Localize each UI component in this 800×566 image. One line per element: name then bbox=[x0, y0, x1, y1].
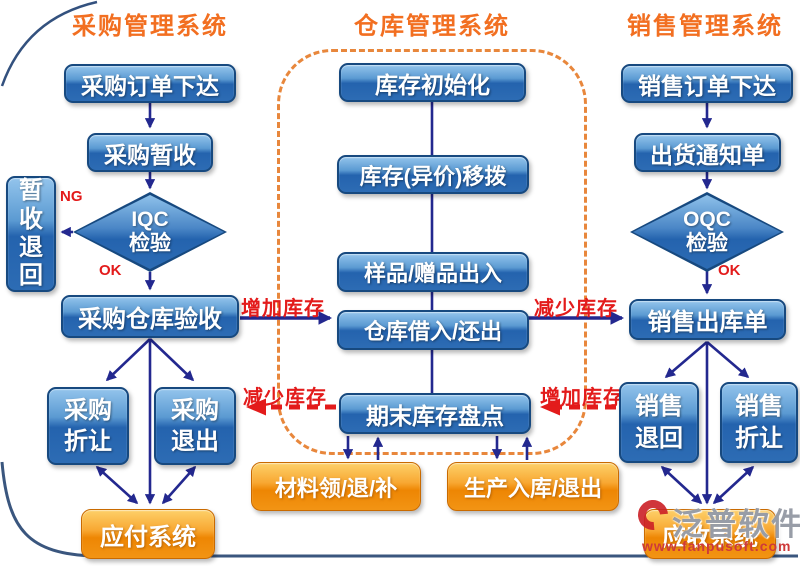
increase-inventory-label-left: 增加库存 bbox=[241, 298, 325, 320]
node-oqc-diamond: OQC 检验 bbox=[633, 195, 781, 269]
decrease-inventory-label-right: 减少库存 bbox=[534, 298, 618, 320]
node-purchase-order: 采购订单下达 bbox=[64, 64, 236, 103]
node-sales-return: 销售退回 bbox=[619, 382, 699, 463]
node-temp-receive-return: 暂收退回 bbox=[6, 176, 56, 292]
node-production-inout: 生产入库/退出 bbox=[447, 462, 619, 511]
oqc-label-line1: OQC bbox=[683, 207, 731, 231]
ok-label-left: OK bbox=[99, 262, 122, 279]
oqc-label-line2: 检验 bbox=[686, 232, 728, 255]
warehouse-dashed-frame bbox=[277, 49, 587, 455]
node-iqc-diamond: IQC 检验 bbox=[76, 195, 224, 269]
temp-receive-return-label: 暂收退回 bbox=[19, 177, 43, 290]
purchase-column-title: 采购管理系统 bbox=[72, 13, 228, 40]
node-payable-system: 应付系统 bbox=[81, 509, 215, 559]
watermark-url: www.fanpusoft.com bbox=[642, 538, 792, 554]
decrease-inventory-label-left: 减少库存 bbox=[243, 387, 327, 409]
node-ship-notice: 出货通知单 bbox=[634, 133, 781, 172]
node-inventory-transfer: 库存(异价)移拨 bbox=[337, 155, 529, 194]
warehouse-column-title: 仓库管理系统 bbox=[354, 13, 510, 40]
sales-return-label: 销售退回 bbox=[635, 393, 683, 452]
ng-label: NG bbox=[60, 188, 83, 205]
ok-label-right: OK bbox=[718, 262, 741, 279]
sales-column-title: 销售管理系统 bbox=[627, 13, 783, 40]
increase-inventory-label-right: 增加库存 bbox=[540, 387, 624, 409]
node-sales-discount: 销售折让 bbox=[720, 382, 798, 463]
iqc-label-line1: IQC bbox=[131, 207, 169, 231]
node-material-requisition: 材料领/退/补 bbox=[251, 462, 421, 511]
node-warehouse-borrow-return: 仓库借入/还出 bbox=[337, 310, 529, 350]
node-sales-order: 销售订单下达 bbox=[621, 64, 793, 103]
sales-discount-label: 销售折让 bbox=[735, 393, 783, 452]
node-purchase-warehouse-accept: 采购仓库验收 bbox=[61, 295, 239, 338]
node-sales-outbound: 销售出库单 bbox=[629, 299, 786, 340]
node-purchase-discount: 采购折让 bbox=[47, 387, 129, 465]
node-sample-gift-inout: 样品/赠品出入 bbox=[337, 252, 529, 292]
purchase-discount-label: 采购折让 bbox=[64, 396, 112, 455]
purchase-reject-label: 采购退出 bbox=[171, 396, 219, 455]
iqc-label-line2: 检验 bbox=[129, 232, 171, 255]
node-inventory-init: 库存初始化 bbox=[339, 63, 526, 102]
node-purchase-reject: 采购退出 bbox=[154, 387, 236, 465]
node-period-end-stocktake: 期末库存盘点 bbox=[339, 393, 531, 434]
node-purchase-temp-receive: 采购暂收 bbox=[87, 133, 213, 172]
